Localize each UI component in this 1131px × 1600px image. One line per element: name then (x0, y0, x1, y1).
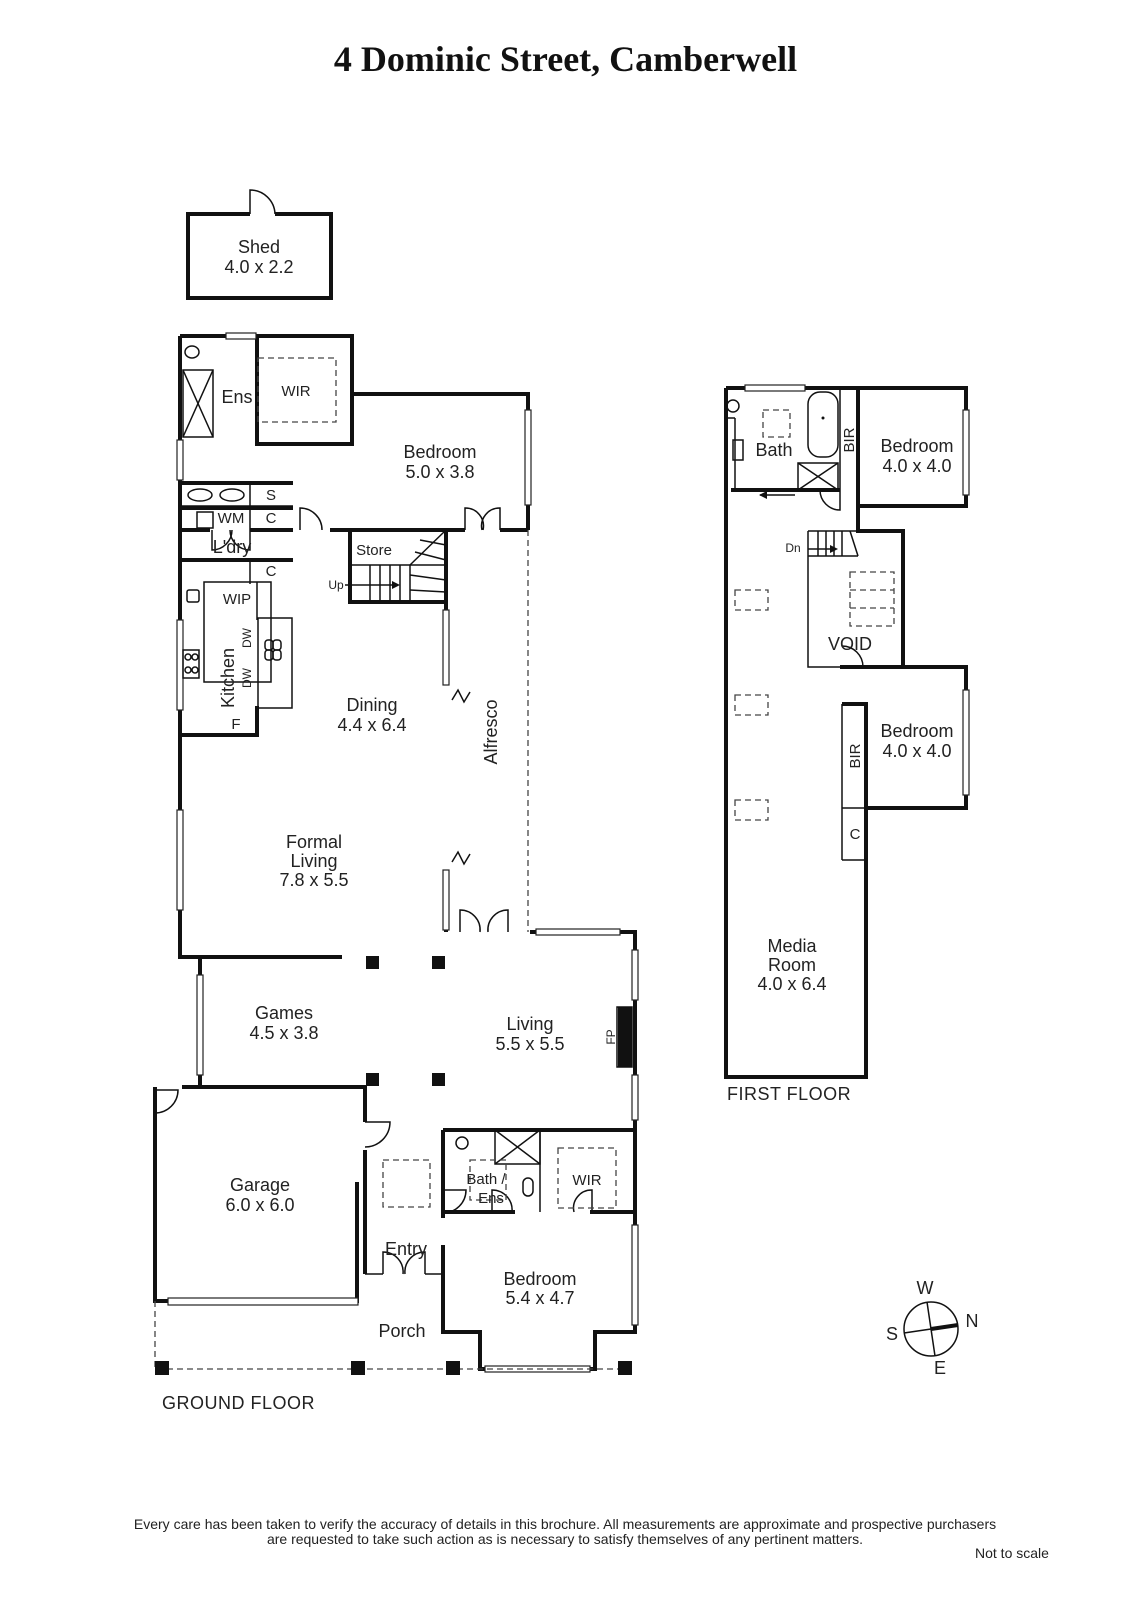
compass-n: N (966, 1311, 979, 1331)
laundry-c-label: C (266, 510, 277, 527)
bedroom-1-label: Bedroom (880, 436, 953, 456)
void-label: VOID (828, 634, 872, 654)
wm-label: WM (218, 510, 245, 527)
garage-label: Garage (230, 1175, 290, 1195)
master-bedroom-size: 5.0 x 3.8 (405, 462, 474, 482)
compass-w: W (917, 1278, 934, 1298)
formal-living-label-1: Formal (286, 832, 342, 852)
formal-living-size: 7.8 x 5.5 (279, 870, 348, 890)
entry-label: Entry (385, 1239, 427, 1259)
ens-label: Ens (221, 387, 252, 407)
stairs-down-label: Dn (785, 541, 800, 555)
porch-outline (154, 1301, 630, 1370)
dw-label-1: DW (240, 627, 254, 648)
ground-floor-labels: Ens WIR Bedroom 5.0 x 3.8 S WM C L'dry C… (162, 383, 618, 1413)
wir-top-label: WIR (281, 383, 310, 400)
bath-ens-label-2: Ens (478, 1190, 504, 1207)
kitchen-label: Kitchen (218, 648, 238, 708)
dining-label: Dining (346, 695, 397, 715)
ground-floor-windows (167, 332, 639, 1373)
bir-label-2: BIR (847, 743, 864, 768)
bedroom-2-label: Bedroom (880, 721, 953, 741)
shed-size: 4.0 x 2.2 (224, 257, 293, 277)
media-room-size: 4.0 x 6.4 (757, 974, 826, 994)
stairs-up-label: Up (328, 578, 344, 592)
first-floor-windows (744, 384, 970, 796)
formal-living-label-2: Living (290, 851, 337, 871)
fireplace-label: FP (604, 1029, 618, 1044)
page-title: 4 Dominic Street, Camberwell (333, 39, 798, 79)
ground-floor-label: GROUND FLOOR (162, 1393, 315, 1413)
s-label: S (266, 487, 276, 504)
media-room-label-1: Media (767, 936, 817, 956)
disclaimer-line-2: are requested to take such action as is … (266, 1531, 864, 1547)
garage-size: 6.0 x 6.0 (225, 1195, 294, 1215)
compass-s: S (886, 1324, 898, 1344)
first-floor-fixtures (726, 391, 895, 821)
laundry-label: L'dry (213, 537, 251, 557)
front-bedroom-size: 5.4 x 4.7 (505, 1288, 574, 1308)
compass-icon: W N S E (886, 1278, 979, 1378)
ground-floor-fixtures (180, 345, 633, 1212)
living-label: Living (506, 1014, 553, 1034)
front-bedroom-label: Bedroom (503, 1269, 576, 1289)
master-bedroom-label: Bedroom (403, 442, 476, 462)
ground-floor-columns (155, 956, 632, 1375)
porch-label: Porch (378, 1321, 425, 1341)
alfresco-label: Alfresco (481, 699, 501, 764)
bifold-door-lower (451, 850, 471, 866)
games-label: Games (255, 1003, 313, 1023)
first-floor-c-label: C (850, 826, 861, 843)
first-floor-label: FIRST FLOOR (727, 1084, 851, 1104)
fridge-label: F (231, 716, 240, 733)
store-label: Store (356, 542, 392, 559)
floor-plan: Shed 4.0 x 2.2 (153, 189, 979, 1413)
disclaimer-line-1: Every care has been taken to verify the … (133, 1516, 997, 1532)
kitchen-c-label: C (266, 563, 277, 580)
bifold-door-upper (451, 688, 471, 704)
media-room-label-2: Room (768, 955, 816, 975)
shed: Shed 4.0 x 2.2 (186, 189, 333, 300)
bedroom-2-size: 4.0 x 4.0 (882, 741, 951, 761)
wip-label: WIP (223, 591, 251, 608)
wir-bottom-label: WIR (572, 1172, 601, 1189)
dining-size: 4.4 x 6.4 (337, 715, 406, 735)
bath-ens-label-1: Bath / (466, 1171, 506, 1188)
ground-floor-walls (153, 334, 637, 1371)
dw-label-2: DW (240, 667, 254, 688)
bath-label: Bath (755, 440, 792, 460)
bedroom-1-size: 4.0 x 4.0 (882, 456, 951, 476)
first-floor-labels: Bath BIR Bedroom 4.0 x 4.0 Dn VOID BIR B… (727, 427, 954, 1104)
not-to-scale-note: Not to scale (975, 1545, 1049, 1561)
games-size: 4.5 x 3.8 (249, 1023, 318, 1043)
living-size: 5.5 x 5.5 (495, 1034, 564, 1054)
bir-label-1: BIR (841, 427, 858, 452)
compass-e: E (934, 1358, 946, 1378)
shed-label: Shed (238, 237, 280, 257)
ground-floor-doors (154, 507, 593, 1275)
disclaimer: Every care has been taken to verify the … (20, 1517, 1110, 1547)
